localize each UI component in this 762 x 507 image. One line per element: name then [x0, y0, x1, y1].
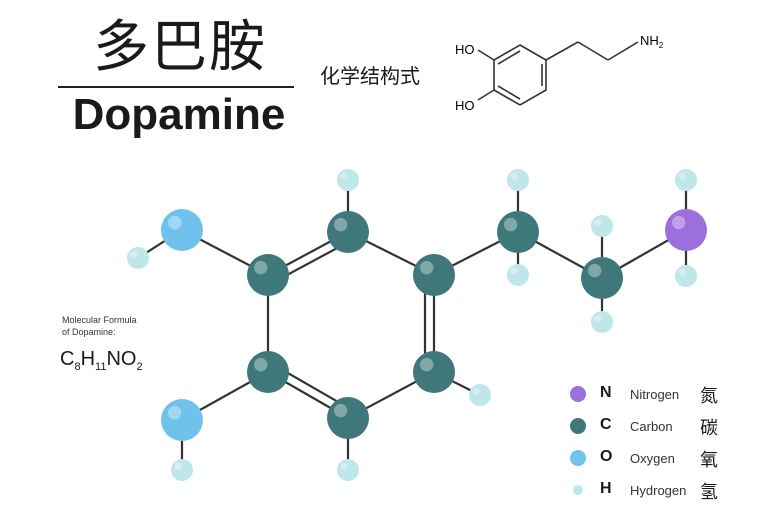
oxygen-atom: [161, 209, 203, 251]
formula-part: 8: [74, 361, 81, 373]
skeletal-nh2: NH2: [640, 33, 664, 50]
carbon-atom: [247, 254, 289, 296]
carbon-atom: [327, 211, 369, 253]
hydrogen-atom: [171, 459, 193, 481]
atom-highlight: [333, 403, 348, 418]
formula-caption-line-1: Molecular Formula: [62, 315, 137, 325]
atom-highlight: [167, 215, 182, 230]
atom-highlight: [587, 263, 602, 278]
carbon-atom: [497, 211, 539, 253]
legend-item-oxygen: O Oxygen 氧: [568, 444, 758, 474]
legend-name: Hydrogen: [630, 483, 687, 498]
legend-item-nitrogen: N Nitrogen 氮: [568, 380, 758, 410]
formula-part: 11: [95, 361, 107, 373]
hydrogen-atom: [675, 265, 697, 287]
formula-caption-line-2: of Dopamine:: [62, 327, 116, 337]
carbon-atom: [247, 351, 289, 393]
molecular-formula: C8H11NO2: [60, 348, 143, 373]
atom-highlight: [333, 217, 348, 232]
oxygen-atom: [161, 399, 203, 441]
atom-highlight: [419, 357, 434, 372]
hydrogen-atom: [469, 384, 491, 406]
atom-highlight: [174, 462, 182, 470]
formula-part: C: [60, 348, 75, 370]
carbon-atom: [581, 257, 623, 299]
legend-cn: 氧: [700, 450, 718, 471]
legend-swatch: [570, 418, 586, 434]
atom-highlight: [671, 215, 686, 230]
legend-sym: H: [600, 480, 612, 497]
legend-cn: 氢: [700, 482, 718, 503]
legend-cn: 氮: [700, 386, 718, 407]
atom-highlight: [594, 314, 602, 322]
hydrogen-atom: [127, 247, 149, 269]
formula-caption: Molecular Formula of Dopamine:: [62, 314, 182, 338]
legend-name: Oxygen: [630, 451, 675, 466]
atom-highlight: [340, 462, 348, 470]
formula-part: NO: [106, 348, 137, 370]
hydrogen-atom: [337, 459, 359, 481]
hydrogen-atom: [507, 264, 529, 286]
atom-highlight: [472, 387, 480, 395]
hydrogen-atom: [337, 169, 359, 191]
atom-highlight: [510, 172, 518, 180]
atom-highlight: [510, 267, 518, 275]
legend-cn: 碳: [700, 418, 718, 439]
legend-sym: C: [600, 416, 612, 433]
structure-label: 化学结构式: [320, 64, 420, 88]
atom-highlight: [253, 260, 268, 275]
formula-part: H: [80, 348, 96, 370]
carbon-atom: [327, 397, 369, 439]
skeletal-ho-top: HO: [455, 42, 475, 57]
atom-highlight: [503, 217, 518, 232]
legend-item-carbon: C Carbon 碳: [568, 412, 758, 442]
legend-sym: O: [600, 448, 613, 465]
double-bond: [286, 246, 339, 277]
nitrogen-atom: [665, 209, 707, 251]
atom-highlight: [340, 172, 348, 180]
legend-item-hydrogen: H Hydrogen 氢: [568, 476, 758, 506]
double-bond: [286, 371, 339, 403]
page-title-english: Dopamine: [72, 90, 286, 139]
legend-name: Nitrogen: [630, 387, 680, 402]
legend-swatch: [570, 386, 586, 402]
atom-highlight: [419, 260, 434, 275]
atom-highlight: [594, 218, 602, 226]
hydrogen-atom: [591, 215, 613, 237]
atom-highlight: [253, 357, 268, 372]
atom-highlight: [130, 250, 138, 258]
legend-swatch: [570, 450, 586, 466]
carbon-atom: [413, 351, 455, 393]
page-title-chinese: 多巴胺: [93, 15, 267, 80]
skeletal-ho-bottom: HO: [455, 98, 475, 113]
hydrogen-atom: [675, 169, 697, 191]
legend-name: Carbon: [630, 419, 673, 434]
formula-part: 2: [136, 361, 143, 373]
carbon-atom: [413, 254, 455, 296]
legend-swatch: [573, 485, 583, 495]
hydrogen-atom: [507, 169, 529, 191]
atom-highlight: [678, 268, 686, 276]
legend-sym: N: [600, 384, 612, 401]
title-divider: [58, 86, 294, 88]
atom-highlight: [167, 405, 182, 420]
atom-highlight: [678, 172, 686, 180]
hydrogen-atom: [591, 311, 613, 333]
